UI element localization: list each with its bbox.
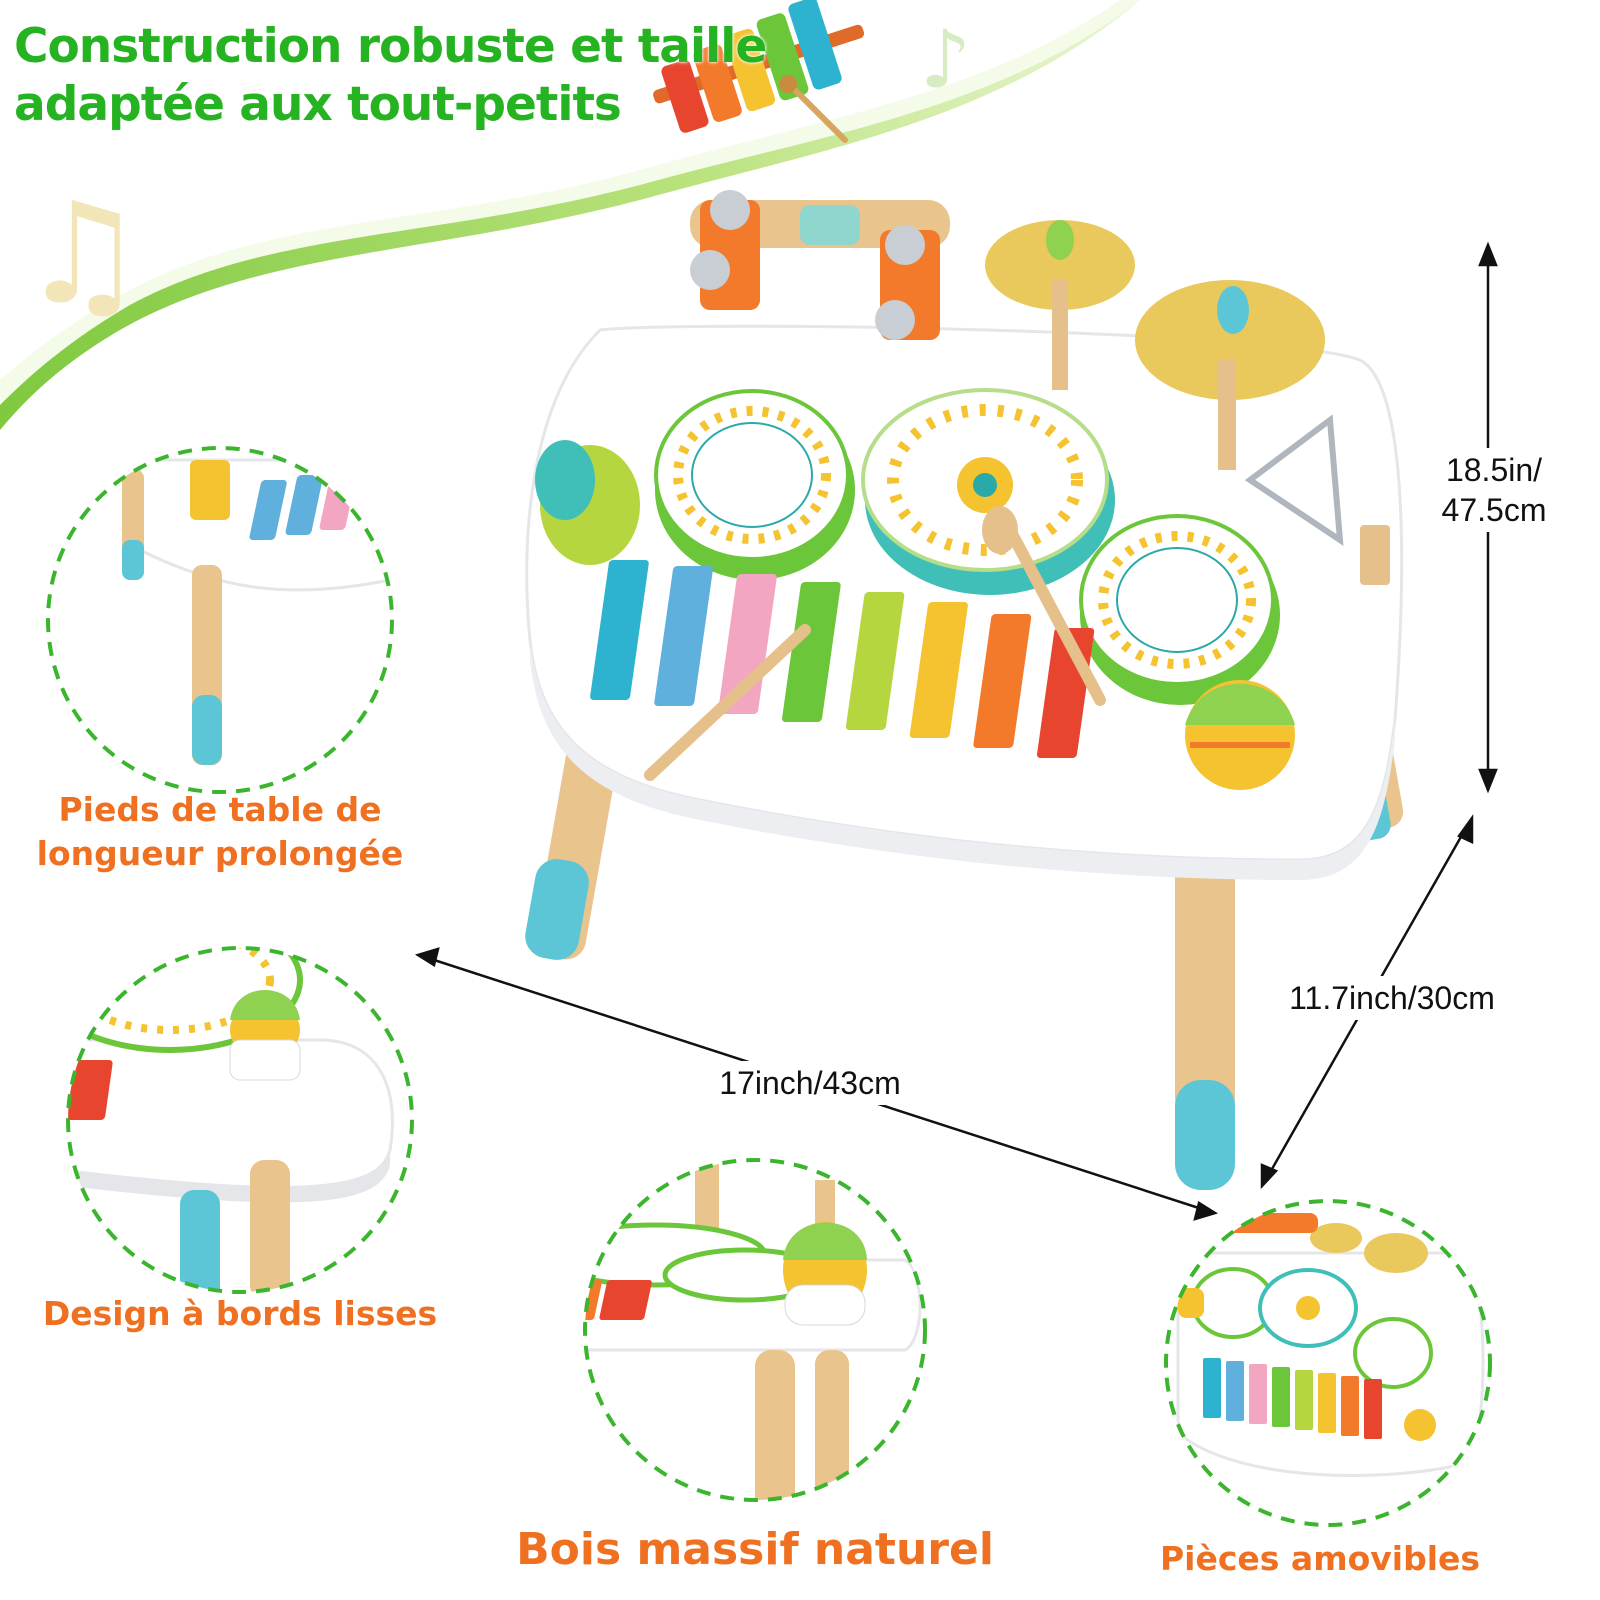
music-note-icon: ♪ [920,13,972,106]
detail-circle-edges [66,946,414,1294]
drum-right [1079,514,1280,705]
feature-label-legs-line-1: Pieds de table de [58,790,382,829]
dimension-depth: 11.7inch/30cm [1268,976,1516,1020]
dimension-width: 17inch/43cm [696,1061,924,1105]
dimension-height-line-2: 47.5cm [1441,492,1547,528]
feature-label-legs-line-2: longueur prolongée [36,834,404,873]
dimension-height-line-1: 18.5in/ [1445,452,1543,488]
headline-line-2: adaptée aux tout-petits [14,77,622,132]
headline: Construction robuste et taille adaptée a… [14,18,914,134]
feature-label-legs: Pieds de table de longueur prolongée [20,788,420,876]
feature-label-wood: Bois massif naturel [516,1524,994,1575]
music-note-icon: ♫ [20,173,146,336]
detail-circle-wood [583,1158,927,1502]
xylophone-icon [653,0,865,143]
feature-label-edges: Design à bords lisses [42,1294,438,1333]
detail-circle-legs [46,446,394,794]
dimension-height: 18.5in/ 47.5cm [1430,448,1558,532]
drum-left [654,389,855,580]
feature-label-parts: Pièces amovibles [1159,1539,1481,1578]
headline-line-1: Construction robuste et taille [14,19,767,74]
detail-circle-parts [1164,1199,1492,1527]
drum-center [861,388,1115,595]
xylophone [590,560,1095,758]
